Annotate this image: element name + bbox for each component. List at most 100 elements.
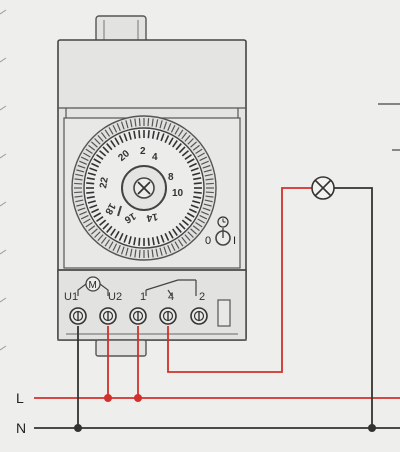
dial-segment[interactable]	[74, 182, 83, 185]
dial-segment[interactable]	[159, 247, 163, 256]
dial-segment[interactable]	[192, 225, 200, 232]
dial-segment[interactable]	[184, 234, 191, 242]
dial-segment[interactable]	[205, 195, 214, 198]
dial-segment[interactable]	[147, 118, 150, 127]
dial-segment[interactable]	[167, 245, 172, 253]
dial-segment[interactable]	[195, 221, 203, 228]
dial-segment[interactable]	[108, 241, 114, 249]
dial-segment[interactable]	[74, 195, 83, 198]
dial-segment[interactable]	[190, 228, 198, 235]
dial-segment[interactable]	[174, 127, 180, 135]
dial-segment[interactable]	[125, 120, 129, 129]
dial-segment[interactable]	[116, 245, 121, 253]
dial-segment[interactable]	[97, 234, 104, 242]
dial-segment[interactable]	[202, 207, 211, 212]
dial-segment[interactable]	[205, 191, 214, 194]
dial-segment[interactable]	[147, 249, 150, 258]
dial-segment[interactable]	[184, 134, 191, 142]
dial-segment[interactable]	[83, 218, 91, 224]
dial-segment[interactable]	[104, 239, 111, 247]
dial-segment[interactable]	[187, 138, 194, 145]
dial-segment[interactable]	[203, 203, 212, 207]
terminal-screw-1[interactable]	[129, 307, 147, 325]
dial-segment[interactable]	[170, 124, 176, 133]
dial-segment[interactable]	[155, 248, 159, 257]
dial-segment[interactable]	[80, 156, 89, 162]
terminal-screw-u1[interactable]	[69, 307, 87, 325]
dial-segment[interactable]	[170, 243, 176, 252]
dial-segment[interactable]	[192, 144, 200, 151]
dial-segment[interactable]	[202, 164, 211, 169]
terminal-screw-u2[interactable]	[99, 307, 117, 325]
dial-segment[interactable]	[205, 182, 214, 185]
dial-segment[interactable]	[94, 138, 101, 145]
dial-segment[interactable]	[79, 160, 87, 165]
dial-segment[interactable]	[187, 231, 194, 238]
dial-segment[interactable]	[204, 199, 213, 203]
motor-icon: M	[77, 276, 109, 296]
dial-segment[interactable]	[76, 169, 85, 173]
dial-segment[interactable]	[88, 225, 96, 232]
dial-segment[interactable]	[85, 148, 93, 155]
dial-segment[interactable]	[201, 211, 209, 216]
dial-segment[interactable]	[74, 191, 83, 194]
dial-segment[interactable]	[151, 118, 154, 127]
dial-segment[interactable]	[203, 169, 212, 173]
dial-segment[interactable]	[83, 152, 91, 158]
dial-segment[interactable]	[134, 118, 137, 127]
dial-segment[interactable]	[134, 249, 137, 258]
dial-segment[interactable]	[112, 124, 118, 133]
dial-segment[interactable]	[112, 243, 118, 252]
dial-segment[interactable]	[138, 118, 141, 127]
dial-segment[interactable]	[155, 119, 159, 128]
terminal-screw-4[interactable]	[159, 307, 177, 325]
dial-segment[interactable]	[205, 178, 214, 181]
dial-segment[interactable]	[195, 148, 203, 155]
dial-segment[interactable]	[85, 221, 93, 228]
dial-segment[interactable]	[199, 156, 208, 162]
dial-segment[interactable]	[177, 129, 184, 137]
dial-segment[interactable]	[88, 144, 96, 151]
dial-segment[interactable]	[100, 236, 107, 244]
dial-segment[interactable]	[197, 152, 205, 158]
dial-segment[interactable]	[138, 249, 141, 258]
dial-segment[interactable]	[151, 249, 154, 258]
dial-segment[interactable]	[74, 178, 83, 181]
dial-segment[interactable]	[94, 231, 101, 238]
dial-segment[interactable]	[163, 246, 168, 255]
dial-segment[interactable]	[125, 247, 129, 256]
dial-segment[interactable]	[181, 236, 188, 244]
dial-segment[interactable]	[129, 248, 133, 257]
dial-segment[interactable]	[181, 132, 188, 140]
dial-segment[interactable]	[199, 214, 208, 220]
dial-segment[interactable]	[75, 199, 84, 203]
dial-segment[interactable]	[100, 132, 107, 140]
dial-tick	[160, 234, 165, 243]
dial-segment[interactable]	[159, 120, 163, 129]
dial-segment[interactable]	[80, 214, 89, 220]
dial-segment[interactable]	[79, 211, 87, 216]
dial-segment[interactable]	[77, 207, 86, 212]
terminal-screw-2[interactable]	[190, 307, 208, 325]
dial-segment[interactable]	[75, 173, 84, 177]
dial-segment[interactable]	[167, 123, 172, 131]
dial-segment[interactable]	[120, 246, 125, 255]
dial-segment[interactable]	[97, 134, 104, 142]
dial-segment[interactable]	[197, 218, 205, 224]
dial-segment[interactable]	[76, 203, 85, 207]
dial-segment[interactable]	[108, 127, 114, 135]
dial-segment[interactable]	[163, 121, 168, 130]
dial-segment[interactable]	[104, 129, 111, 137]
dial-segment[interactable]	[204, 173, 213, 177]
dial-segment[interactable]	[116, 123, 121, 131]
dial-segment[interactable]	[201, 160, 209, 165]
dial-segment[interactable]	[177, 239, 184, 247]
dial-segment[interactable]	[77, 164, 86, 169]
dial-segment[interactable]	[129, 119, 133, 128]
clock-switch[interactable]: 0 I	[205, 216, 236, 247]
dial-segment[interactable]	[90, 141, 98, 148]
dial-segment[interactable]	[90, 228, 98, 235]
dial-segment[interactable]	[174, 241, 180, 249]
dial-segment[interactable]	[120, 121, 125, 130]
dial-segment[interactable]	[190, 141, 198, 148]
